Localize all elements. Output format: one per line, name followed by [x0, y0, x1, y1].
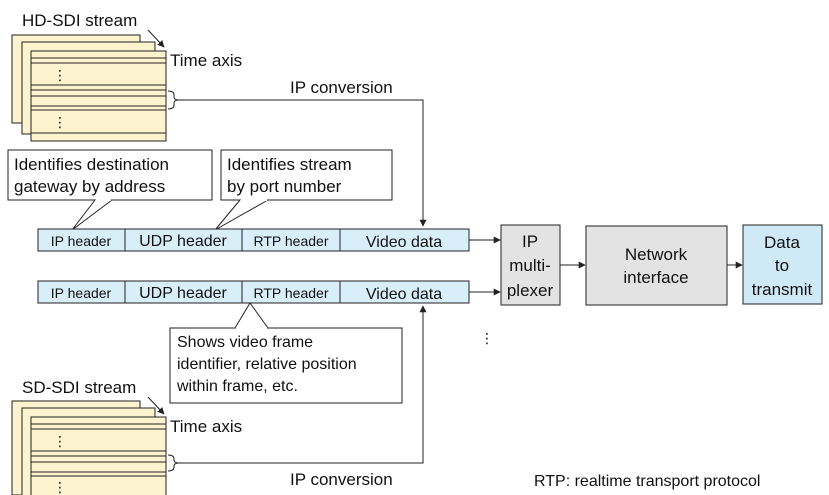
packet-1-rtp-header: RTP header: [254, 233, 329, 249]
ip-multiplexer-line1: IP: [522, 232, 538, 251]
rtp-header-callout-box: [169, 327, 403, 404]
data-to-transmit-line3: transmit: [752, 280, 813, 299]
udp-header-callout-pointer: [214, 199, 269, 231]
udp-header-callout-line1: Identifies stream: [227, 155, 352, 174]
rtp-header-callout-line2: identifier, relative position: [177, 356, 357, 373]
hd-frame-dots-bottom: ⋮: [53, 115, 67, 131]
ip-multiplexer-block: IP multi- plexer: [500, 224, 561, 306]
packet-ellipsis: ⋮: [480, 331, 494, 347]
packet-2-rtp-header: RTP header: [254, 285, 329, 301]
hd-time-axis-arrow: [147, 29, 165, 48]
packet-2-udp-header: UDP header: [139, 285, 227, 302]
hd-ip-conversion-arrow: [179, 99, 427, 227]
packet-1-ip-header: IP header: [51, 233, 112, 249]
udp-header-callout: Identifies stream by port number: [214, 149, 393, 231]
ip-multiplexer-line3: plexer: [507, 281, 554, 300]
network-interface-block: Network interface: [585, 225, 728, 306]
rtp-header-callout-line3: within frame, etc.: [176, 378, 298, 395]
packet-row-1: IP header UDP header RTP header Video da…: [37, 228, 470, 252]
data-to-transmit-line2: to: [775, 256, 789, 275]
sd-ip-conversion-label: IP conversion: [290, 470, 393, 489]
ip-header-callout: Identifies destination gateway by addres…: [7, 149, 213, 231]
udp-header-callout-box: [220, 149, 393, 201]
hd-sdi-stream: HD-SDI stream ⋮ ⋮ Time axis IP conversio…: [11, 11, 427, 227]
hd-frame-dots-top: ⋮: [53, 68, 67, 84]
data-to-transmit-box: [742, 224, 823, 305]
ip-multiplexer-box: [500, 224, 561, 306]
rtp-header-callout-line1: Shows video frame: [177, 334, 313, 351]
packet-row-2: IP header UDP header RTP header Video da…: [37, 280, 470, 304]
sd-frame-dots-bottom: ⋮: [53, 480, 67, 495]
hd-time-axis-label: Time axis: [170, 51, 242, 70]
rtp-header-callout-pointer: [234, 302, 269, 329]
rtp-header-callout: Shows video frame identifier, relative p…: [169, 302, 403, 404]
ip-header-callout-line2: gateway by address: [14, 177, 165, 196]
footnote: RTP: realtime transport protocol: [534, 473, 760, 490]
network-interface-box: [585, 225, 728, 306]
sd-frame-dots-top: ⋮: [53, 434, 67, 450]
hd-ip-conversion-label: IP conversion: [290, 78, 393, 97]
network-interface-line2: interface: [623, 268, 688, 287]
hd-frame-lines: [31, 57, 166, 134]
ip-header-callout-pointer: [71, 199, 113, 231]
sd-sdi-stream: SD-SDI stream ⋮ ⋮ Time axis IP conversio…: [11, 305, 427, 495]
sd-frame-lines: [31, 423, 166, 477]
sd-time-axis-arrow: [147, 396, 165, 415]
packet-2-ip-header: IP header: [51, 285, 112, 301]
sd-brace: [167, 454, 180, 472]
sd-time-axis-label: Time axis: [170, 417, 242, 436]
hd-stream-title: HD-SDI stream: [22, 11, 137, 30]
udp-header-callout-line2: by port number: [227, 177, 342, 196]
hd-brace: [167, 90, 180, 110]
data-to-transmit-block: Data to transmit: [742, 224, 823, 305]
packet-2-video-data: Video data: [366, 286, 442, 303]
ip-header-callout-line1: Identifies destination: [14, 155, 169, 174]
data-to-transmit-line1: Data: [764, 233, 800, 252]
packet-1-udp-header: UDP header: [139, 233, 227, 250]
sd-stream-title: SD-SDI stream: [22, 378, 136, 397]
network-interface-line1: Network: [625, 245, 688, 264]
ip-multiplexer-line2: multi-: [509, 256, 551, 275]
packet-1-video-data: Video data: [366, 234, 442, 251]
sd-ip-conversion-arrow: [179, 305, 427, 464]
